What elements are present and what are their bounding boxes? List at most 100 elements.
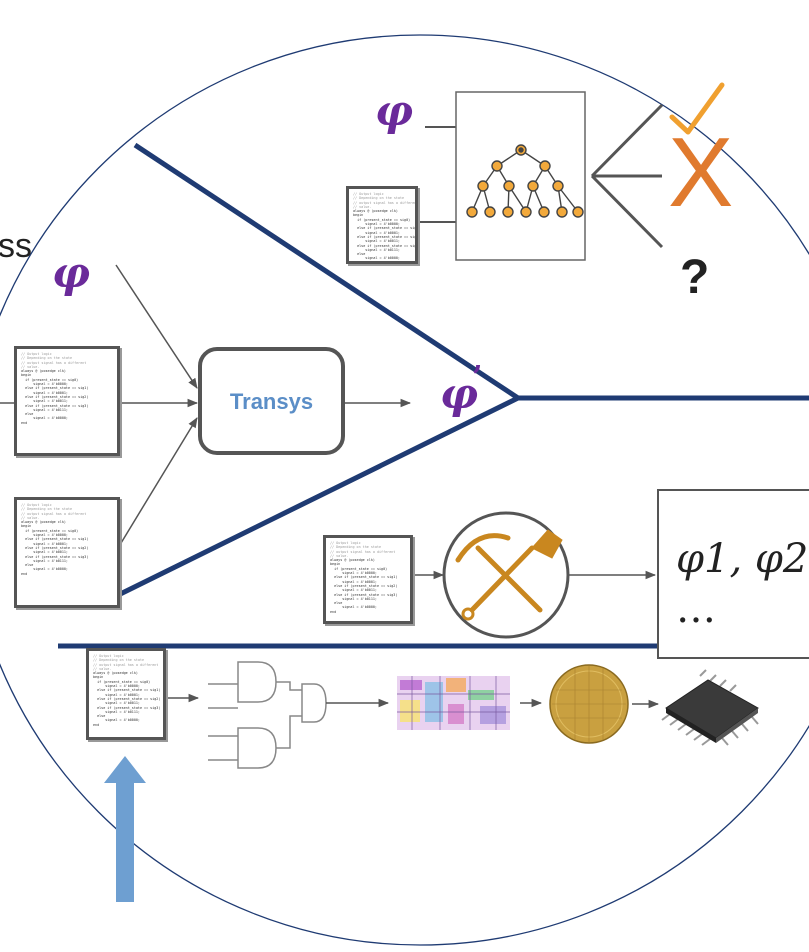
code-line: signal = 4'b0001; [93,692,140,697]
code-line: signal = 4'b0011; [353,239,400,244]
code-line: signal = 4'b0111; [21,407,68,412]
code-line: // Output logic [21,352,52,356]
decision-tree-icon [466,144,584,218]
code-line: begin [21,524,32,529]
code-line: else if (present_state == sig3) [21,554,89,559]
code-card-miner: // Output logic// Depending on the state… [323,535,413,624]
code-line: signal = 4'b0000; [330,605,377,610]
code-line: else if (present_state == sig2) [93,696,161,701]
code-line: // value. [353,204,372,209]
code-line: always @ (posedge clk) [353,209,398,214]
code-line: // Output logic [21,503,52,507]
cut-off-text: ss [0,227,32,265]
code-line: end [21,420,28,425]
code-line: signal = 4'b0001; [330,579,377,584]
code-line: signal = 4'b0001; [21,541,68,546]
code-line: else if (present_state == sig3) [21,403,89,408]
classifier-box [455,91,586,261]
code-card-transys-a: // Output logic// Depending on the state… [14,346,120,456]
codeB-to-transys-arrow [117,417,198,549]
code-line: signal = 4'b0111; [330,596,377,601]
code-line: signal = 4'b0000; [21,416,68,421]
code-line: else if (present_state == sig2) [21,545,89,550]
chip-layout-icon [397,676,510,730]
code-line: always @ (posedge clk) [93,671,138,676]
code-line: if (present_state == sig0) [330,566,388,571]
code-line: always @ (posedge clk) [330,558,375,563]
microchip-icon [661,669,759,746]
code-line: signal = 4'b0000; [21,567,68,572]
code-line: else if (present_state == sig3) [353,243,418,248]
silicon-wafer-icon [549,664,629,744]
code-card-bottom: // Output logic// Depending on the state… [86,648,166,740]
code-line: else [330,601,343,606]
code-line: signal = 4'b0001; [21,390,68,395]
code-line: else if (present_state == sig2) [353,234,418,239]
prime-mark: ’ [472,360,483,395]
code-line: else if (present_state == sig1) [21,537,89,542]
code-line: // Depending on the state [21,507,73,512]
code-line: else [353,252,366,257]
code-line: begin [330,562,341,567]
code-line: else [21,563,34,568]
transys-label: Transys [229,389,314,414]
phi-left-label: φ [52,248,91,297]
code-line: // value. [21,364,40,369]
code-line: else if (present_state == sig3) [330,592,398,597]
code-line: else if (present_state == sig1) [21,386,89,391]
code-line: end [353,260,360,264]
code-line: else if (present_state == sig2) [330,583,398,588]
code-line: end [93,722,100,727]
code-line: signal = 4'b0000; [353,256,400,261]
code-line: signal = 4'b0111; [21,558,68,563]
code-line: signal = 4'b0000; [330,571,377,576]
phi-prime-label: φ [440,369,479,418]
code-line: // Depending on the state [330,545,382,550]
code-line: begin [21,373,32,378]
code-line: begin [93,675,104,680]
code-line: signal = 4'b0000; [21,382,68,387]
overview-circle [0,34,809,946]
code-line: signal = 4'b0011; [21,399,68,404]
phi-top-label: φ [375,86,414,135]
code-line: // output signal has a different [93,662,159,667]
question-mark: ? [680,251,710,304]
code-card-transys-b: // Output logic// Depending on the state… [14,497,120,608]
classifier-output-lines [590,103,664,249]
code-line: signal = 4'b0000; [353,222,400,227]
code-line: signal = 4'b0000; [93,684,140,689]
code-line: else if (present_state == sig2) [21,394,89,399]
code-line: else [93,714,106,719]
code-line: else if (present_state == sig1) [93,688,161,693]
code-line: begin [353,213,364,218]
code-line: // value. [21,515,40,520]
code-line: end [330,609,337,614]
x-mark: X [668,117,734,227]
code-line: else if (present_state == sig1) [330,575,398,580]
pickaxe-shovel-icon [455,529,563,621]
code-line: signal = 4'b0011; [330,588,377,593]
code-line: // Depending on the state [353,196,405,201]
code-card-top: // Output logic// Depending on the state… [346,186,418,264]
code-line: // Depending on the state [21,356,73,361]
code-line: // Depending on the state [93,658,145,663]
code-line: if (present_state == sig0) [93,679,151,684]
mined-props-box [657,489,809,659]
check-icon [669,82,725,135]
phi-to-transys-arrow [115,264,198,389]
code-line: // value. [93,666,112,671]
code-line: else if (present_state == sig3) [93,705,161,710]
mined-props-line2: … [676,586,716,632]
code-line: // Output logic [353,192,384,196]
logic-gates-icon [208,661,327,769]
code-line: // value. [330,553,349,558]
divider-lower [96,395,520,608]
code-line: always @ (posedge clk) [21,369,66,374]
code-line: always @ (posedge clk) [21,520,66,525]
code-line: else if (present_state == sig1) [353,226,418,231]
code-line: signal = 4'b0000; [21,533,68,538]
code-line: // output signal has a different [330,549,396,554]
code-line: signal = 4'b0011; [21,550,68,555]
code-line: else [21,412,34,417]
